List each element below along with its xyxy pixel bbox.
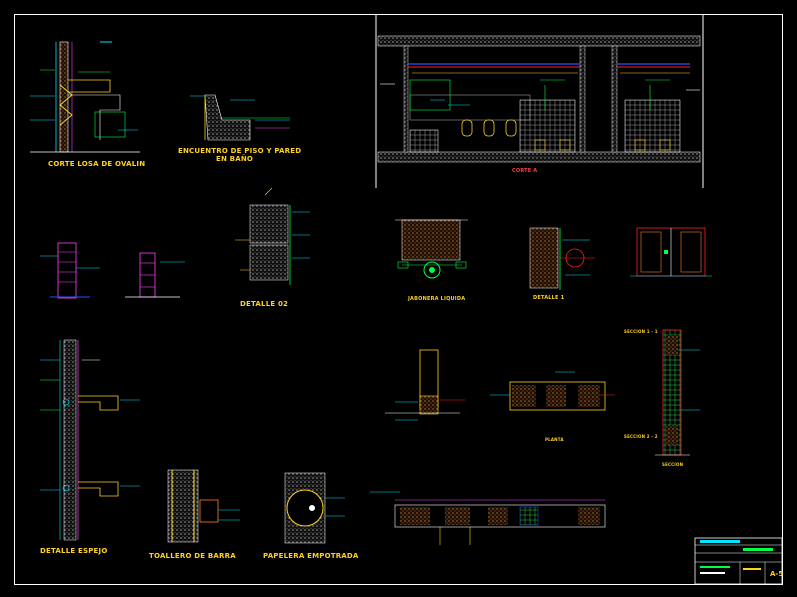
title-detalle-02: DETALLE 02: [240, 300, 289, 308]
encuentro-piso-pared-drawing: [190, 94, 290, 141]
puerta-mampara-drawing: [630, 227, 712, 277]
title-encuentro-line2: EN BAÑO: [216, 155, 254, 163]
detalle-02-drawing: [235, 187, 310, 285]
title-jabonera: JABONERA LIQUIDA: [408, 296, 466, 302]
title-seccion-1: SECCION 1 - 1: [624, 329, 658, 334]
detalle-espejo-drawing: [40, 339, 140, 541]
title-block: [694, 537, 783, 585]
title-detalle-espejo: DETALLE ESPEJO: [40, 547, 108, 555]
sheet-number: A-5: [770, 570, 784, 578]
title-encuentro-line1: ENCUENTRO DE PISO Y PARED: [178, 147, 302, 155]
title-seccion: SECCION: [662, 462, 684, 467]
title-corte-losa: CORTE LOSA DE OVALIN: [48, 160, 146, 168]
detalle-1-small: [125, 252, 185, 298]
corte-a-elevation: [375, 14, 704, 188]
jabonera-liquida-drawing: [395, 219, 468, 279]
detalle-ladder-left: [40, 242, 100, 299]
title-seccion-2: SECCION 2 - 2: [624, 434, 658, 439]
seccion-vertical-drawing: [655, 329, 700, 456]
title-papelera: PAPELERA EMPOTRADA: [263, 552, 359, 560]
sheet-border: [14, 14, 783, 585]
corte-losa-ovalin-drawing: [30, 41, 140, 153]
detalle-1-drawing: [529, 227, 595, 290]
planta-cabina-drawing: [490, 371, 615, 411]
seccion-cabina-drawing: [385, 349, 465, 421]
papelera-drawing: [284, 472, 345, 544]
title-corte-a: CORTE A: [512, 168, 538, 174]
title-detalle-1: DETALLE 1: [533, 295, 565, 301]
detalle-planta-long-drawing: [370, 491, 606, 545]
title-toallero: TOALLERO DE BARRA: [149, 552, 236, 560]
title-planta: PLANTA: [545, 437, 564, 442]
toallero-drawing: [167, 469, 240, 543]
